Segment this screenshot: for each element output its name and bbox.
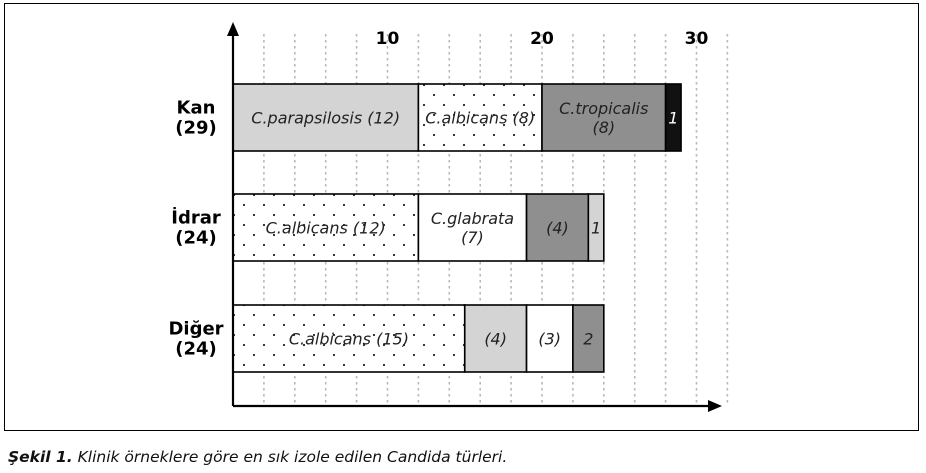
bar-segment-label: (4) — [484, 330, 507, 349]
category-total: (24) — [175, 339, 217, 360]
bar-segment-label: C.albicans (8) — [425, 109, 535, 128]
bar-segment — [572, 304, 605, 373]
category-label: Diğer — [168, 319, 223, 340]
bar-segment — [232, 83, 420, 152]
x-tick-label: 30 — [685, 29, 709, 49]
bar-segment — [417, 83, 543, 152]
x-tick-labels: 10 20 30 — [376, 29, 709, 49]
category-total: (24) — [175, 228, 217, 249]
bar-segment — [664, 83, 682, 152]
bar-segment-label: (4) — [546, 219, 569, 238]
x-axis-arrow — [708, 400, 722, 412]
bar-segment — [232, 304, 466, 373]
x-tick-label: 20 — [530, 29, 554, 49]
category-labels: Kan(29)İdrar(24)Diğer(24) — [168, 98, 223, 360]
bars: C.parapsilosis (12) C.albicans (8) C.tropi… — [232, 83, 682, 373]
bar-segment — [541, 83, 667, 152]
axes — [227, 22, 722, 412]
bar-segment — [417, 193, 528, 262]
figure-frame — [4, 3, 919, 431]
category-label: İdrar — [171, 207, 221, 229]
bar-segment-label: (3) — [538, 330, 561, 349]
bar-segment-label: C.albicans (15) — [289, 330, 409, 349]
caption-label: Şekil 1. — [8, 448, 73, 466]
category-label: Kan — [177, 98, 216, 119]
x-tick-label: 10 — [376, 29, 400, 49]
bar-segment-label: C.parapsilosis (12) — [251, 109, 400, 128]
bar-segment — [463, 304, 528, 373]
caption-text: Klinik örneklere göre en sık izole edile… — [72, 448, 508, 466]
category-total: (29) — [175, 118, 217, 139]
stacked-bar-chart: C.parapsilosis (12) C.albicans (8) C.tropi… — [168, 22, 729, 412]
bar-segment-label: C.tropicalis(8) — [559, 99, 648, 137]
figure-caption: Şekil 1. Klinik örneklere göre en sık iz… — [8, 448, 507, 466]
bar-segment-label: 1 — [668, 109, 678, 128]
bar-segment-label: 1 — [591, 219, 601, 238]
bar-segment-label: C.albicans (12) — [266, 219, 386, 238]
bar-segment-label: C.glabrata(7) — [431, 209, 514, 247]
bar-segment — [587, 193, 605, 262]
bar-segment-label: 2 — [583, 330, 593, 349]
bar-segment — [525, 304, 574, 373]
y-axis-arrow — [227, 22, 239, 36]
